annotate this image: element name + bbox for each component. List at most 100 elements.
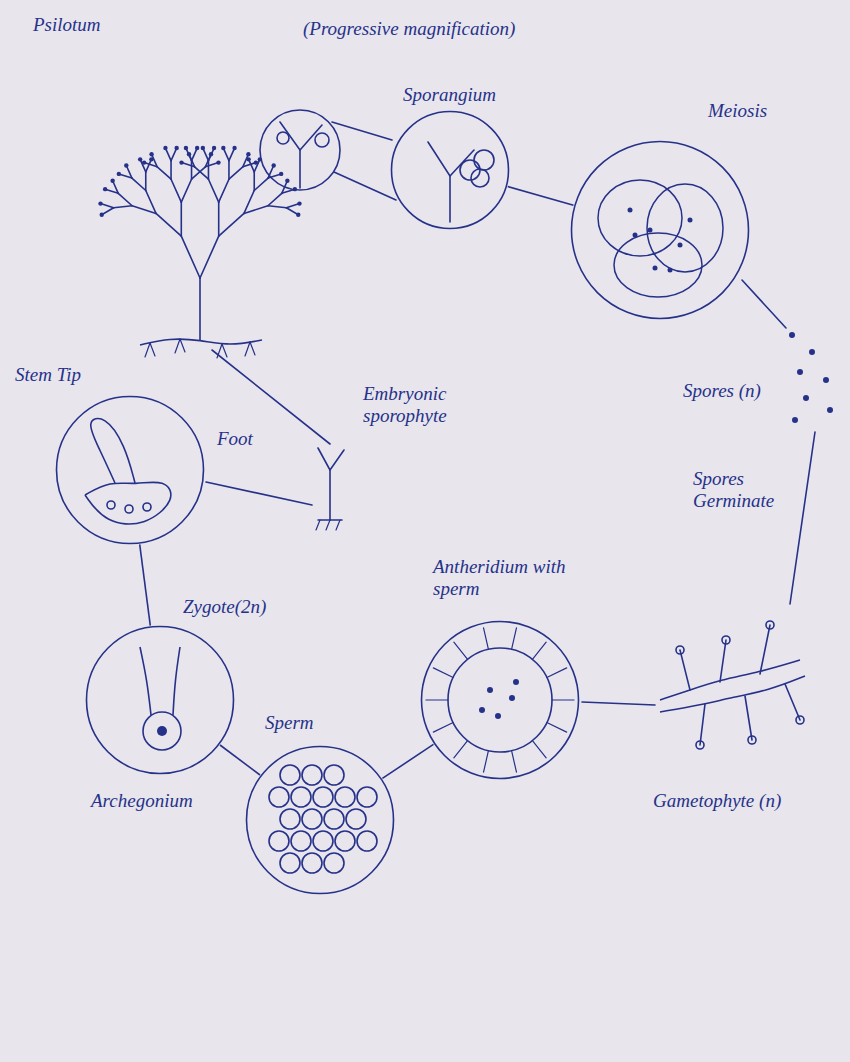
cycle-line (206, 482, 312, 505)
stage-circle-outline (422, 622, 579, 779)
rhizoid (180, 339, 185, 352)
plant-branch (229, 167, 243, 179)
stage-label: Zygote(2n) (180, 596, 269, 618)
archegonium-neck (140, 647, 151, 715)
plant-branch (171, 179, 181, 202)
antheridium-ray (454, 642, 468, 659)
rhizoid (175, 339, 180, 353)
life-stage-circle: Meiosis (570, 140, 750, 320)
zygote-dot (157, 726, 167, 736)
young-sporophyte (330, 450, 344, 470)
magnified-sporangium (315, 133, 329, 147)
sperm-cell (357, 787, 377, 807)
antheridium-ray (532, 642, 546, 659)
sporangium-dot (110, 179, 114, 183)
stage-label: Archegonium (88, 790, 196, 812)
spore-dot (668, 268, 673, 273)
plant-branch (268, 206, 286, 208)
sperm-dot (509, 695, 515, 701)
stage-drawing (390, 110, 510, 230)
sporangium-dot (103, 187, 107, 191)
stage-drawing (570, 140, 750, 320)
sporangium-dot (296, 213, 300, 217)
plant-branch (156, 213, 181, 236)
sporangium-dot (195, 146, 199, 150)
plant-branch (146, 191, 156, 214)
sperm-dot (495, 713, 501, 719)
sperm-cell (313, 831, 333, 851)
plant-branch (170, 161, 172, 180)
plant-branch (181, 236, 200, 278)
sperm-cell (280, 765, 300, 785)
rhizoid (145, 343, 150, 357)
sporangium-dot (138, 157, 142, 161)
sperm-dot (513, 679, 519, 685)
spore-dot (823, 377, 829, 383)
sperm-cell (291, 787, 311, 807)
gametophyte-body (660, 660, 800, 700)
sporangium-lobe (598, 180, 682, 256)
synangium-lobe (474, 150, 494, 170)
cycle-line (508, 186, 574, 205)
stage-label: Stem Tip (12, 364, 84, 386)
germination-line (790, 432, 815, 604)
sperm-cell (291, 831, 311, 851)
rhizoid (326, 520, 330, 530)
annotation-label: Gametophyte (n) (650, 790, 784, 812)
archegonium-venter (143, 712, 181, 750)
cycle-line (582, 702, 655, 705)
life-stage-circle: Antheridium with sperm (420, 620, 580, 780)
plant-branch (208, 161, 210, 180)
magnification-circle (260, 110, 340, 190)
spore-dot (803, 395, 809, 401)
stage-drawing (420, 620, 580, 780)
antheridium-ray (532, 741, 546, 758)
plant-branch (180, 202, 182, 236)
sporangium-dot (117, 172, 121, 176)
gametangium (766, 621, 774, 629)
plant-branch (195, 167, 209, 179)
spore-dot (688, 218, 693, 223)
sporangium-lobe (614, 233, 702, 297)
plant-branch (208, 179, 218, 202)
gametangium (696, 741, 704, 749)
sperm-cell (346, 809, 366, 829)
sporangium-dot (100, 213, 104, 217)
antheridium-ray (454, 741, 468, 758)
sporangium-dot (179, 160, 183, 164)
sperm-cell (324, 809, 344, 829)
sporangium-dot (246, 152, 250, 156)
gametangium (748, 736, 756, 744)
antheridium-ray (426, 699, 448, 700)
antheridium-ray (552, 699, 574, 700)
embryo-foot (85, 482, 171, 524)
gametangium (722, 636, 730, 644)
spore-dot (789, 332, 795, 338)
sporangium-stalk (428, 142, 450, 222)
sperm-cell (335, 831, 355, 851)
stage-drawing (245, 745, 395, 895)
plant-branch (228, 161, 230, 180)
gametophyte-branch (760, 625, 770, 674)
sperm-dot (479, 707, 485, 713)
plant-branch (254, 178, 268, 190)
plant-branch (114, 206, 132, 208)
antheridium-ray (484, 628, 489, 649)
archegonium-neck (173, 647, 180, 715)
sperm-cell (302, 765, 322, 785)
sporangium-lobe (647, 184, 723, 272)
sporangium-dot (285, 179, 289, 183)
sporangium-dot (163, 146, 167, 150)
plant-branch (219, 179, 229, 202)
sperm-cell (302, 809, 322, 829)
life-stage-circle: Sporangium (390, 110, 510, 230)
plant-branch (132, 178, 146, 190)
sporangium-dot (246, 157, 250, 161)
antheridium-ray (433, 668, 453, 678)
embryo-stem-tip (91, 419, 135, 483)
plant-branch (200, 236, 219, 278)
annotation-label: Psilotum (30, 14, 104, 36)
sporangium-dot (212, 146, 216, 150)
